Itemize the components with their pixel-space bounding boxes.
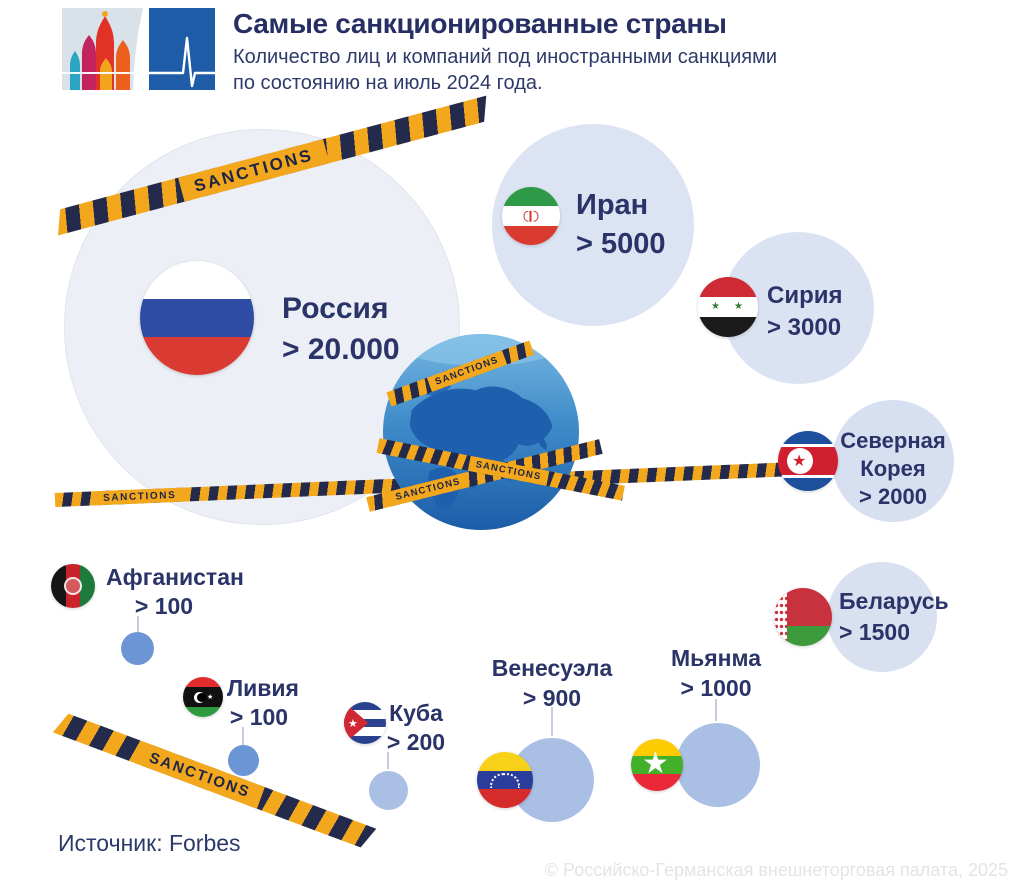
afghanistan-flag-icon: [51, 564, 95, 608]
iran-value: > 5000: [576, 228, 666, 260]
north-korea-star-circle: [787, 448, 813, 474]
venezuela-name: Венесуэла: [491, 655, 613, 681]
belarus-value: > 1500: [839, 619, 910, 645]
cuba-bubble: [369, 771, 408, 810]
afghanistan-bubble: [121, 632, 154, 665]
afghanistan-value: > 100: [134, 593, 194, 619]
afghanistan-connector-line: [137, 616, 139, 632]
iran-label: Иран > 5000: [576, 186, 666, 264]
venezuela-value: > 900: [522, 685, 582, 711]
libya-value: > 100: [229, 704, 289, 730]
myanmar-connector-line: [715, 699, 717, 721]
north-korea-label: Северная Корея > 2000: [832, 427, 954, 511]
syria-flag-icon: ★ ★: [698, 277, 758, 337]
venezuela-connector-line: [551, 707, 553, 736]
belarus-ornament: [774, 588, 787, 646]
page-subtitle-line2: по состоянию на июль 2024 года.: [233, 72, 543, 94]
venezuela-stars-arc: [490, 773, 520, 789]
cathedral-domes-icon: [62, 11, 150, 90]
russia-flag-icon: [140, 261, 254, 375]
afghanistan-emblem-icon: [64, 577, 82, 595]
north-korea-flag-icon: ★: [778, 431, 838, 491]
myanmar-flag-icon: ★: [631, 739, 683, 791]
syria-star-icon: ★: [711, 301, 720, 312]
north-korea-value: > 2000: [859, 484, 927, 509]
libya-star-icon: ★: [207, 693, 214, 701]
brand-logo: [62, 8, 215, 90]
page-subtitle: Количество лиц и компаний под иностранны…: [233, 44, 777, 96]
belarus-bubble: [827, 562, 937, 672]
iran-flag-icon: [502, 187, 560, 245]
north-korea-name: Северная: [840, 428, 946, 453]
syria-value: > 3000: [767, 314, 842, 341]
cuba-connector-line: [387, 752, 389, 769]
north-korea-name: Корея: [860, 456, 926, 481]
north-korea-star-icon: ★: [792, 451, 807, 470]
syria-star-icon: ★: [734, 301, 743, 312]
pulse-panel: [149, 8, 215, 90]
belarus-label: Беларусь > 1500: [839, 586, 949, 648]
libya-bubble: [228, 745, 259, 776]
venezuela-flag-icon: [477, 752, 533, 808]
myanmar-value: > 1000: [680, 675, 752, 701]
myanmar-star-icon: ★: [642, 746, 669, 781]
cuba-flag-icon: ★: [344, 702, 386, 744]
page-subtitle-line1: Количество лиц и компаний под иностранны…: [233, 46, 778, 68]
syria-label: Сирия > 3000: [767, 280, 843, 344]
pulse-line-icon: [149, 36, 215, 88]
cuba-star-icon: ★: [348, 717, 358, 730]
iran-name: Иран: [576, 189, 649, 221]
libya-crescent-icon: [194, 692, 207, 703]
venezuela-label: Венесуэла > 900: [487, 653, 617, 713]
source-note: Источник: Forbes: [58, 830, 241, 856]
belarus-flag-icon: [774, 588, 832, 646]
libya-connector-line: [242, 727, 244, 745]
libya-name: Ливия: [227, 675, 299, 701]
north-korea-bubble: [832, 400, 954, 522]
russia-label: Россия > 20.000: [282, 288, 400, 370]
afghanistan-label: Афганистан > 100: [106, 563, 244, 621]
iran-emblem-icon: [523, 209, 539, 222]
page-title: Самые санкционированные страны: [233, 8, 727, 39]
myanmar-label: Мьянма > 1000: [651, 643, 781, 703]
russia-value: > 20.000: [282, 333, 400, 366]
myanmar-name: Мьянма: [670, 645, 762, 671]
belarus-name: Беларусь: [839, 588, 949, 614]
cuba-value: > 200: [386, 729, 446, 755]
syria-name: Сирия: [767, 282, 843, 309]
myanmar-bubble: [676, 723, 760, 807]
libya-label: Ливия > 100: [227, 674, 299, 732]
afghanistan-name: Афганистан: [106, 564, 244, 590]
cuba-label: Куба > 200: [386, 699, 446, 757]
libya-flag-icon: ★: [183, 677, 223, 717]
russia-name: Россия: [282, 292, 389, 325]
copyright-note: © Российско-Германская внешнеторговая па…: [544, 860, 1008, 880]
cuba-name: Куба: [389, 700, 443, 726]
